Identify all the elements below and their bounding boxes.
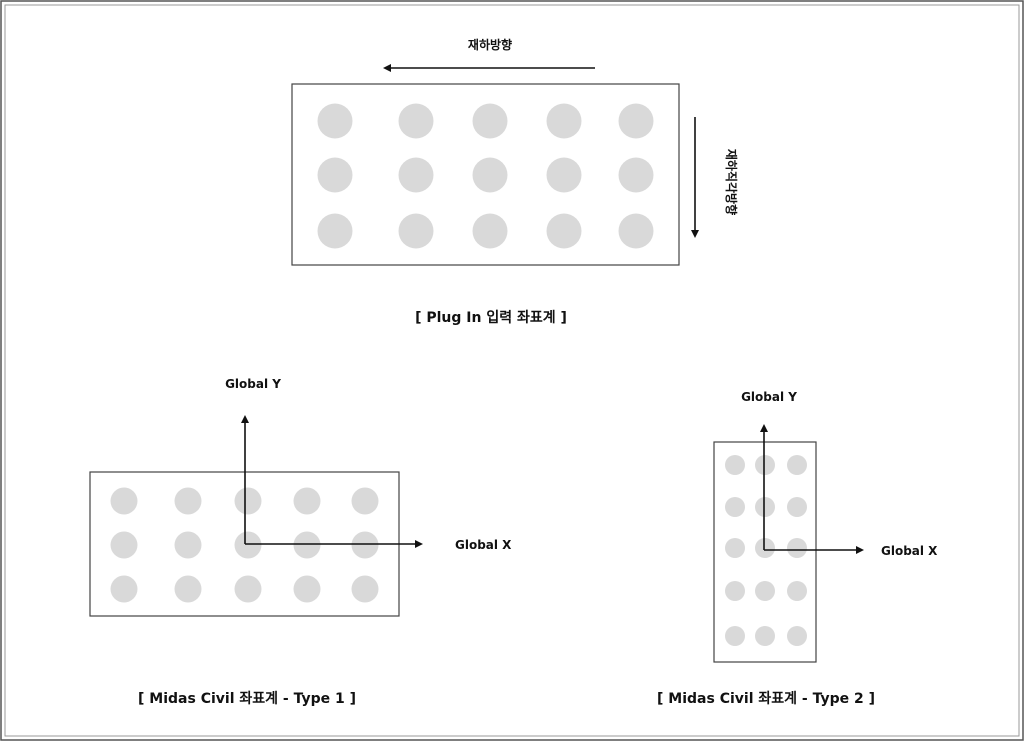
type1-global-y-label: Global Y [225,377,281,391]
plugin-pile-circle [398,213,434,249]
type1-pile-circle [110,575,138,603]
type1-pile-circle [234,575,262,603]
type1-pile-circle [293,531,321,559]
plugin-pile-circle [317,157,353,193]
plugin-pile-circle [472,213,508,249]
type2-pile-circle [755,626,775,646]
type1-caption: [ Midas Civil 좌표계 - Type 1 ] [138,691,356,707]
type1-pile-circle [174,575,202,603]
type2-pile-circle [755,581,775,601]
type2-global-y-label: Global Y [741,390,797,404]
type2-diagram: Global Y Global X [ Midas Civil 좌표계 - Ty… [657,390,938,707]
perpendicular-direction-label: 재하직각방향 [724,149,739,215]
type2-pile-circle [725,455,745,475]
type2-pile-grid [725,455,807,646]
type2-pile-circle [725,581,745,601]
plugin-pile-grid [317,103,654,249]
type1-pile-circle [351,531,379,559]
type2-pile-circle [755,497,775,517]
type2-pile-circle [725,538,745,558]
plugin-pile-circle [398,157,434,193]
plugin-pile-circle [618,157,654,193]
type1-pile-circle [351,575,379,603]
inner-border [4,4,1020,737]
type1-pile-circle [110,531,138,559]
type1-diagram: Global Y Global X [ Midas Civil 좌표계 - Ty… [89,377,512,707]
plugin-pile-circle [317,213,353,249]
plugin-pile-circle [618,213,654,249]
type2-pile-circle [787,455,807,475]
type2-pile-circle [755,538,775,558]
type2-global-x-label: Global X [881,544,938,558]
plugin-pile-circle [472,103,508,139]
plugin-pile-circle [546,103,582,139]
plugin-caption: [ Plug In 입력 좌표계 ] [415,310,567,326]
type1-pile-circle [351,487,379,515]
type2-pile-circle [755,455,775,475]
load-direction-label: 재하방향 [468,37,512,52]
plugin-pile-circle [472,157,508,193]
type1-pile-circle [293,487,321,515]
type1-pile-grid [110,487,379,603]
type2-pile-circle [787,538,807,558]
type1-pile-circle [174,487,202,515]
type1-global-x-label: Global X [455,538,512,552]
type1-pile-circle [110,487,138,515]
type1-pile-circle [234,487,262,515]
type2-pile-circle [725,626,745,646]
type2-pile-circle [787,626,807,646]
type1-pile-circle [174,531,202,559]
type2-pile-circle [725,497,745,517]
plugin-pile-circle [618,103,654,139]
plugin-pile-circle [546,213,582,249]
type2-caption: [ Midas Civil 좌표계 - Type 2 ] [657,691,875,707]
plugin-pile-circle [317,103,353,139]
plugin-pile-circle [546,157,582,193]
plugin-pile-circle [398,103,434,139]
type2-pile-circle [787,497,807,517]
type2-pile-circle [787,581,807,601]
plugin-diagram: 재하방향 재하직각방향 [ Plug In 입력 좌표계 ] [291,37,739,326]
type1-pile-circle [293,575,321,603]
type1-pile-circle [234,531,262,559]
